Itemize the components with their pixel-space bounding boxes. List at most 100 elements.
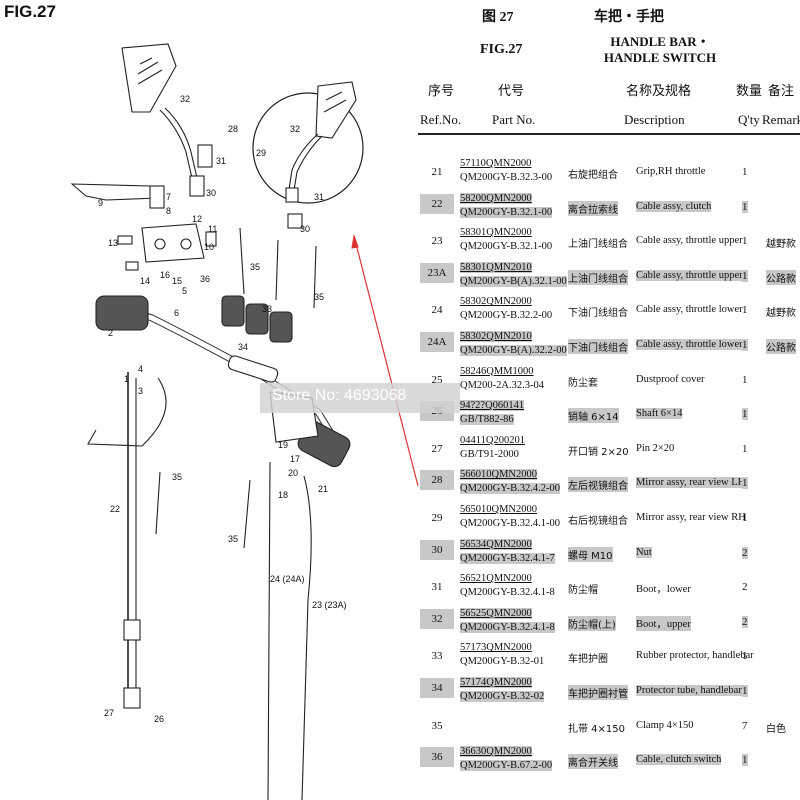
part-number: 56534QMN2000 (460, 538, 532, 550)
quantity: 1 (742, 269, 748, 282)
ref-no: 21 (431, 166, 443, 178)
callout-9: 9 (98, 198, 103, 208)
ref-no: 24 (431, 304, 443, 317)
part-code: QM200GY-B.32.1-00 (460, 241, 553, 253)
remarks: 公路款 (766, 338, 796, 354)
ref-no: 36 (420, 747, 454, 768)
callout-34: 34 (238, 342, 248, 352)
callout-14: 14 (140, 276, 150, 286)
callout-31-right: 31 (314, 192, 324, 202)
ref-no: 27 (431, 442, 443, 455)
clutch-lever (70, 183, 165, 209)
ref-no: 30 (420, 539, 454, 560)
part-code: QM200GY-B.32-01 (460, 656, 545, 668)
remarks: 公路款 (766, 269, 796, 285)
col-cn-part: 代号 (498, 83, 525, 98)
quantity: 1 (742, 511, 748, 524)
store-watermark: Store No: 4693068 (260, 383, 460, 413)
ref-no: 31 (431, 581, 443, 594)
callout-26: 26 (154, 714, 164, 724)
callout-21: 21 (318, 484, 328, 494)
col-en-no: Ref.No. (420, 112, 462, 127)
ref-no: 29 (431, 511, 443, 524)
callout-5: 5 (182, 286, 187, 296)
name-cn: 开口销 2×20 (568, 446, 629, 458)
callout-2: 2 (108, 328, 113, 338)
callout-27: 27 (104, 708, 114, 718)
callout-18: 18 (278, 490, 288, 500)
title-en-name: HANDLE BAR・HANDLE SWITCH (603, 34, 717, 65)
description: Dustproof cover (636, 373, 705, 385)
name-cn: 离合开关线 (568, 754, 618, 770)
col-en-qty: Q'ty (738, 112, 760, 127)
part-number: 58301QMN2010 (460, 261, 532, 273)
col-cn-rem: 备注 (768, 83, 795, 98)
ref-no: 34 (420, 677, 454, 698)
col-cn-desc: 名称及规格 (626, 83, 692, 98)
name-cn: 车把护圈衬管 (568, 684, 628, 700)
col-en-desc: Description (624, 112, 685, 127)
ref-no: 32 (420, 608, 454, 629)
callout-23: 23 (23A) (312, 600, 347, 610)
quantity: 1 (742, 754, 748, 767)
callout-33: 33 (262, 304, 272, 314)
description: Cable assy, throttle lower (636, 338, 743, 350)
quantity: 1 (742, 235, 748, 248)
part-number: 94?2?Q060141 (460, 400, 525, 412)
callout-12: 12 (192, 214, 202, 224)
callout-17: 17 (290, 454, 300, 464)
callout-20: 20 (288, 468, 298, 478)
ref-no: 25 (431, 373, 443, 386)
description: Cable assy, throttle upper (636, 269, 743, 281)
callout-19: 19 (278, 440, 288, 450)
quantity: 7 (742, 719, 748, 732)
quantity: 1 (742, 304, 748, 317)
quantity: 2 (742, 615, 748, 628)
description: Clamp 4×150 (636, 719, 694, 731)
part-number: 56521QMN2000 (460, 573, 532, 585)
col-en-rem: Remarks (762, 112, 800, 127)
name-cn: 左后视镜组合 (568, 477, 628, 493)
figure-label: FIG.27 (4, 2, 56, 21)
callout-30-right: 30 (300, 224, 310, 234)
name-cn: 右后视镜组合 (568, 515, 628, 527)
part-code: GB/T882-86 (460, 414, 514, 426)
quantity: 1 (742, 338, 748, 351)
quantity: 1 (742, 650, 748, 663)
part-number: 58301QMN2000 (460, 227, 532, 239)
part-number: 04411Q200201 (460, 434, 525, 446)
callout-35-d: 35 (228, 534, 238, 544)
part-code: QM200GY-B.32.4.1-8 (460, 587, 555, 599)
switch-housing (117, 223, 217, 271)
callout-28: 28 (228, 124, 238, 134)
description: Cable, clutch switch (636, 754, 722, 766)
part-code: QM200GY-B.32.1-00 (460, 206, 553, 218)
part-code: QM200GY-B(A).32.1-00 (460, 275, 567, 287)
name-cn: 下油门线组合 (568, 308, 628, 320)
col-cn-no: 序号 (428, 83, 455, 98)
part-code: QM200GY-B.67.2-00 (460, 760, 553, 772)
name-cn: 下油门线组合 (568, 338, 628, 354)
part-code: QM200GY-B.32.4.1-00 (460, 517, 561, 529)
title-en-figure: FIG.27 (480, 42, 523, 57)
part-number: 56525QMN2000 (460, 607, 532, 619)
part-number: 566010QMN2000 (460, 469, 538, 481)
header-rule (418, 133, 800, 135)
quantity: 2 (742, 546, 748, 559)
callout-22: 22 (110, 504, 120, 514)
